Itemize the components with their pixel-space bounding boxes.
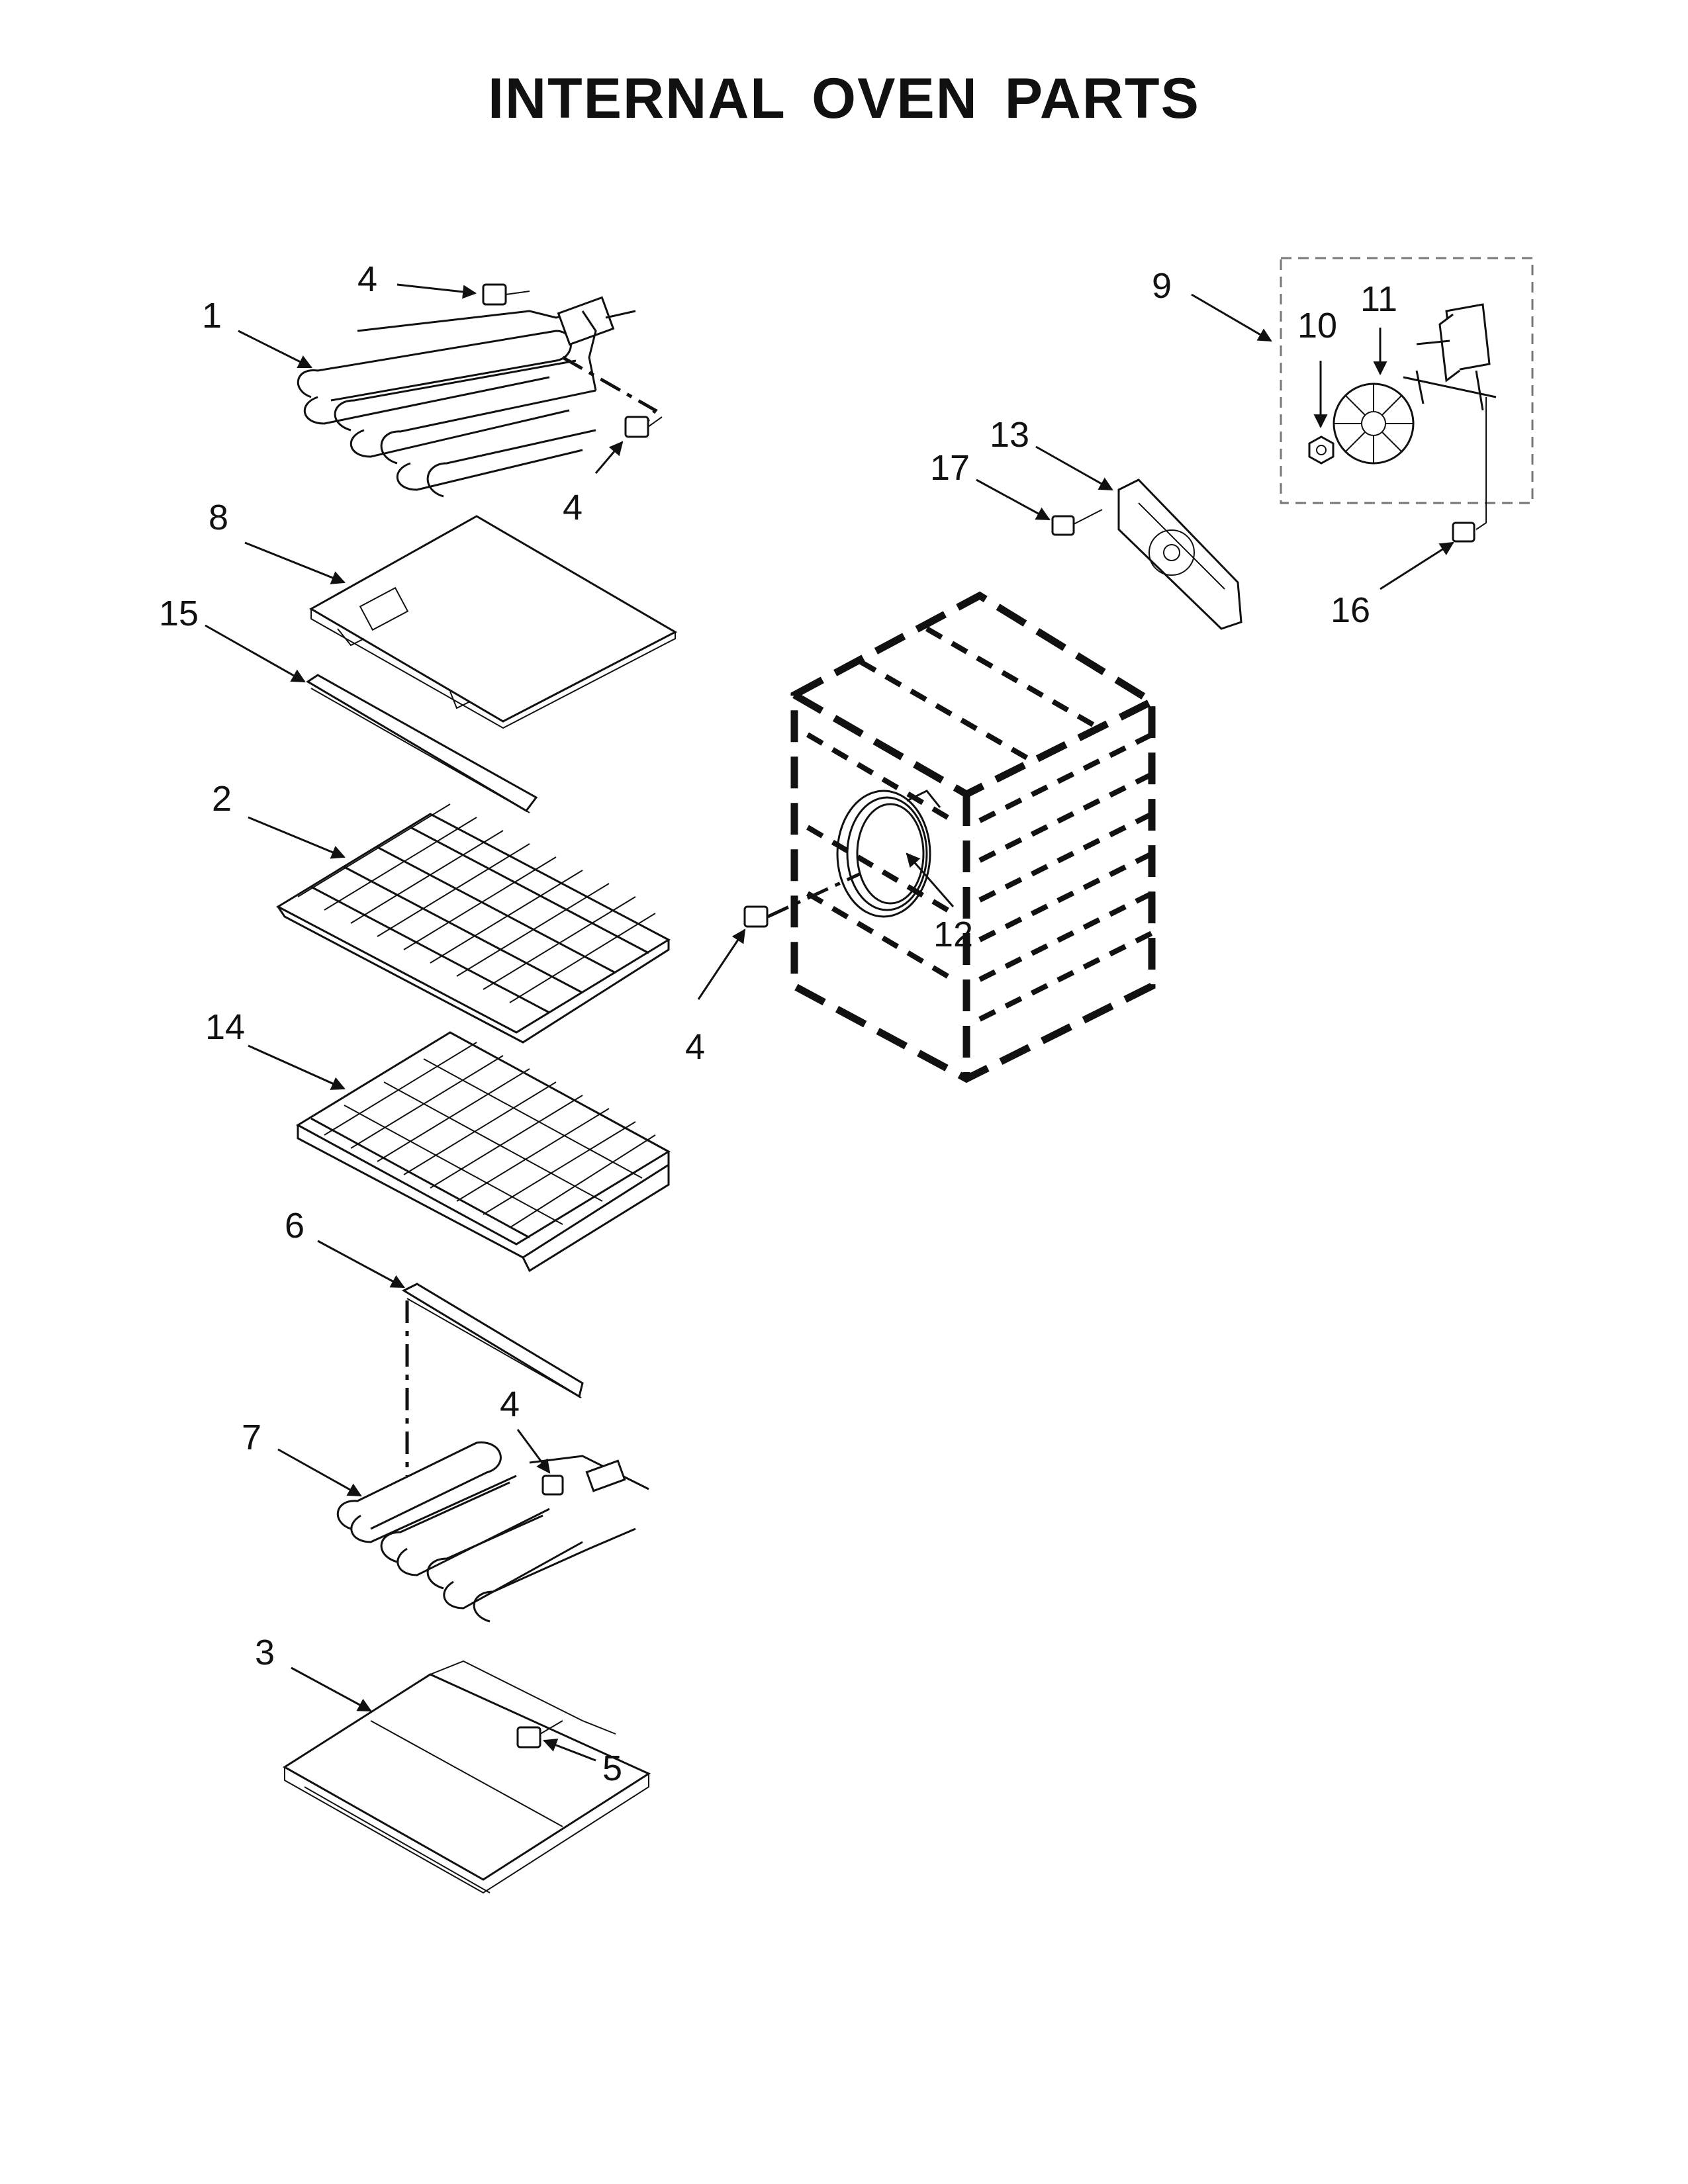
convection-element: [836, 790, 941, 918]
oven-bottom-panel: [283, 1660, 651, 1894]
lower-heating-element: [336, 1441, 649, 1623]
fan-blade: [1333, 383, 1415, 465]
convection-motor: [1403, 303, 1497, 530]
callout-8: 8: [209, 498, 228, 537]
screw-motor: [1452, 522, 1476, 543]
rollout-rack: [295, 1031, 671, 1273]
callout-9: 9: [1152, 266, 1172, 306]
callout-3: 3: [255, 1633, 275, 1672]
callout-15: 15: [159, 594, 199, 633]
callout-4-top: 4: [357, 259, 377, 299]
element-leader-line: [561, 355, 658, 438]
trim-strip: [306, 674, 538, 813]
oven-cavity: [790, 591, 1156, 1083]
screw-bottom: [516, 1720, 563, 1749]
cavity-leader-line: [767, 872, 862, 919]
screw-cover: [1051, 509, 1103, 536]
callout-12: 12: [933, 915, 973, 954]
callout-13: 13: [990, 415, 1029, 455]
callout-5: 5: [602, 1749, 622, 1788]
callout-10: 10: [1297, 306, 1337, 345]
callout-7: 7: [242, 1418, 261, 1457]
element-bracket: [401, 1283, 584, 1398]
callout-2: 2: [212, 779, 232, 819]
oven-top-panel: [308, 515, 678, 729]
screw-upper-a: [482, 283, 530, 306]
page-title: INTERNAL OVEN PARTS: [488, 67, 1200, 130]
screw-cavity: [743, 905, 769, 928]
screw-upper-b: [624, 416, 663, 438]
callout-4-upper-right: 4: [563, 488, 583, 527]
callout-16: 16: [1331, 590, 1370, 630]
callout-4-cavity: 4: [685, 1027, 705, 1067]
nut: [1308, 435, 1335, 465]
callout-1: 1: [202, 296, 222, 336]
callout-11: 11: [1360, 279, 1397, 319]
callout-6: 6: [285, 1206, 305, 1246]
fan-cover: [1117, 478, 1243, 630]
callout-arrows: [205, 283, 1454, 1762]
callout-17: 17: [930, 448, 970, 488]
callout-14: 14: [205, 1007, 245, 1047]
callout-4-lower: 4: [500, 1385, 520, 1424]
oven-rack: [275, 803, 671, 1044]
upper-heating-element: [297, 296, 636, 498]
convection-assembly-box: [1280, 257, 1534, 504]
